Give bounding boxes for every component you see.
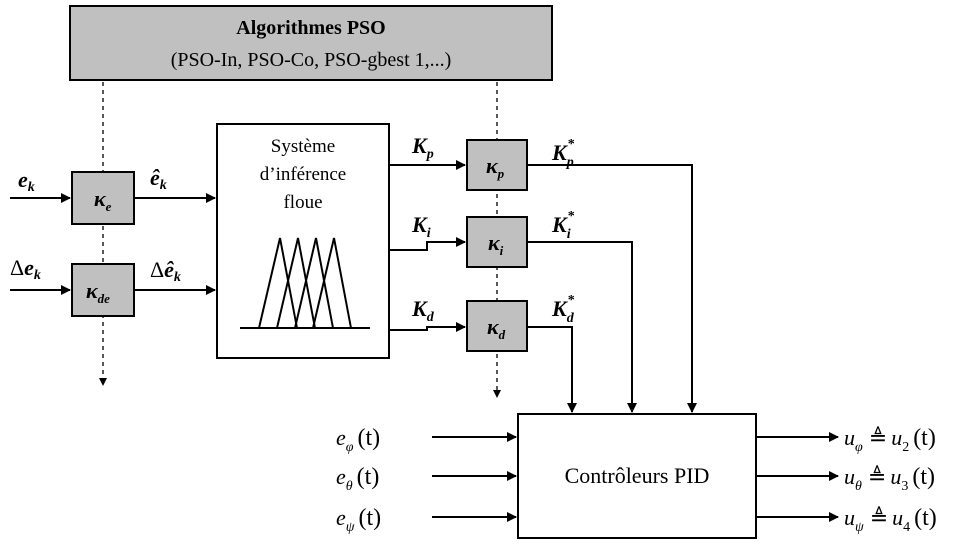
ek-label: ek bbox=[18, 167, 35, 195]
membership-functions-icon bbox=[240, 237, 370, 329]
dashed-arrow-right-icon bbox=[493, 390, 501, 398]
kd-star-label: K*d bbox=[551, 293, 575, 326]
gain-kde-label: κde bbox=[86, 278, 110, 306]
pso-algorithms-box bbox=[69, 5, 553, 81]
dehat-label: Δêk bbox=[150, 257, 181, 285]
gain-block-kd bbox=[466, 300, 528, 352]
fis-line-2: d’inférence bbox=[260, 164, 347, 185]
fis-line-1: Système bbox=[271, 136, 335, 157]
u-phi-label: uφ≜u2(t) bbox=[844, 425, 936, 455]
gain-block-ke bbox=[71, 171, 135, 225]
gain-kd-label: κd bbox=[487, 314, 506, 342]
kp-label: Kp bbox=[411, 133, 434, 162]
gain-block-kde bbox=[71, 263, 135, 317]
fis-line-3: floue bbox=[283, 192, 322, 213]
pso-title: Algorithmes PSO bbox=[236, 17, 385, 39]
gain-block-ki bbox=[466, 216, 528, 268]
ehat-label: êk bbox=[150, 165, 167, 193]
pid-label: Contrôleurs PID bbox=[565, 463, 710, 488]
gain-ki-label: κi bbox=[488, 230, 504, 258]
kd-label: Kd bbox=[411, 296, 435, 325]
e-theta-label: eθ(t) bbox=[336, 464, 379, 494]
gain-kp-label: κp bbox=[486, 153, 505, 181]
pid-controllers-box bbox=[517, 413, 757, 539]
gain-ke-label: κe bbox=[94, 186, 112, 214]
ki-label: Ki bbox=[411, 212, 431, 241]
ki-star-arrow bbox=[527, 241, 637, 413]
e-psi-label: eψ(t) bbox=[336, 505, 381, 535]
dek-label: Δek bbox=[10, 255, 41, 283]
u-psi-label: uψ≜u4(t) bbox=[844, 505, 937, 535]
kd-arrow bbox=[389, 322, 466, 332]
dashed-arrow-left-icon bbox=[99, 378, 107, 386]
kp-star-arrow bbox=[527, 164, 697, 413]
gain-block-kp bbox=[466, 139, 528, 191]
pso-subtitle: (PSO-In, PSO-Co, PSO-gbest 1,...) bbox=[171, 49, 452, 71]
ki-arrow bbox=[389, 237, 466, 251]
e-phi-label: eφ(t) bbox=[336, 425, 380, 455]
u-theta-label: uθ≜u3(t) bbox=[844, 464, 935, 494]
ki-star-label: K*i bbox=[551, 209, 575, 242]
fuzzy-inference-box bbox=[216, 123, 390, 359]
kd-star-arrow bbox=[527, 326, 577, 413]
kp-star-label: K*p bbox=[551, 137, 575, 170]
